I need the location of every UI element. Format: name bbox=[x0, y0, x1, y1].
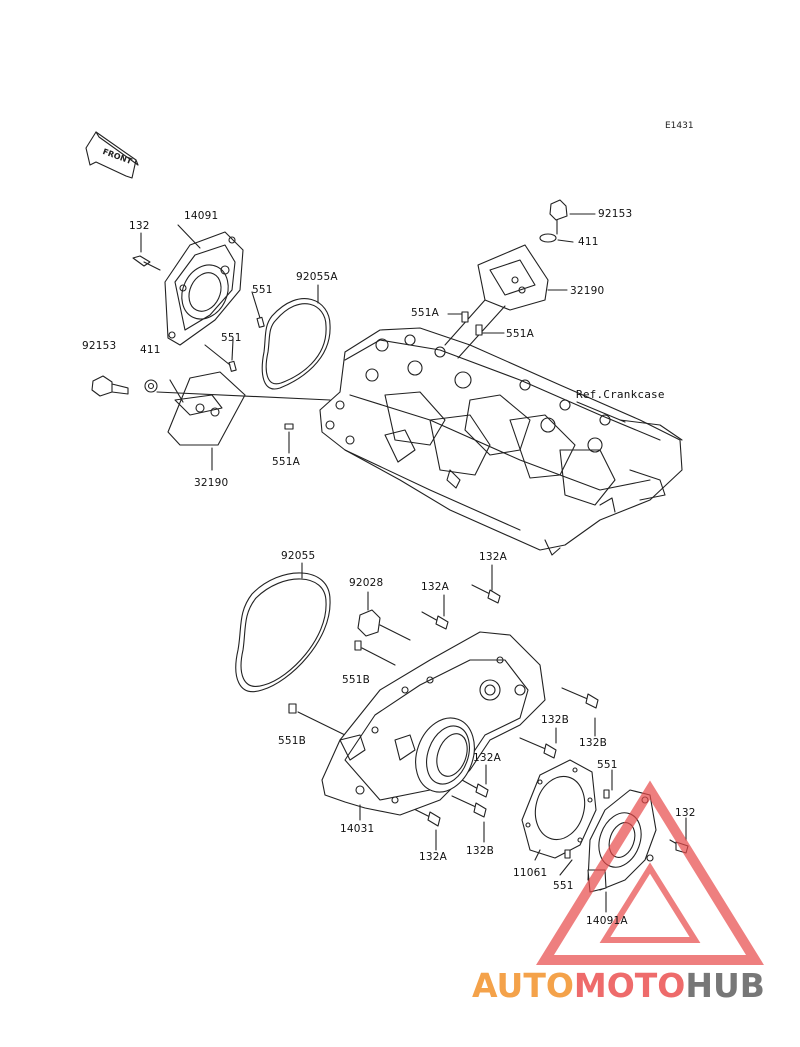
label-551: 551 bbox=[597, 759, 618, 771]
watermark-triangle-icon bbox=[536, 780, 764, 965]
label-132B: 132B bbox=[579, 737, 608, 749]
label-132B: 132B bbox=[466, 845, 495, 857]
label-551: 551 bbox=[252, 284, 273, 296]
label-14091: 14091 bbox=[184, 210, 219, 222]
bracket-32190-left bbox=[91, 371, 331, 446]
label-551A: 551A bbox=[411, 307, 440, 319]
bolt-132-top bbox=[132, 232, 161, 271]
label-ref-crankcase: Ref.Crankcase bbox=[576, 388, 665, 401]
crankcase-upper bbox=[319, 327, 683, 556]
label-411: 411 bbox=[578, 236, 599, 248]
cover-14091 bbox=[164, 231, 244, 346]
cover-14031 bbox=[321, 631, 546, 816]
label-551B: 551B bbox=[342, 674, 371, 686]
label-132: 132 bbox=[129, 220, 150, 232]
watermark-part1: AUTO bbox=[472, 966, 574, 1005]
diagram-code: E1431 bbox=[665, 121, 694, 131]
label-92055: 92055 bbox=[281, 550, 316, 562]
label-92028: 92028 bbox=[349, 577, 384, 589]
label-14031: 14031 bbox=[340, 823, 375, 835]
label-32190: 32190 bbox=[194, 477, 229, 489]
label-132A: 132A bbox=[419, 851, 448, 863]
label-551A: 551A bbox=[506, 328, 535, 340]
oring-92055 bbox=[235, 572, 331, 693]
label-92055A: 92055A bbox=[296, 271, 338, 283]
label-14091A: 14091A bbox=[586, 915, 628, 927]
label-132B: 132B bbox=[541, 714, 570, 726]
label-551A: 551A bbox=[272, 456, 301, 468]
label-551: 551 bbox=[553, 880, 574, 892]
label-11061: 11061 bbox=[513, 867, 548, 879]
label-92153: 92153 bbox=[598, 208, 633, 220]
label-132A: 132A bbox=[473, 752, 502, 764]
oring-92055A bbox=[261, 298, 331, 390]
watermark-part2: MOTO bbox=[573, 966, 686, 1005]
plug-92028 bbox=[357, 609, 381, 637]
label-551B: 551B bbox=[278, 735, 307, 747]
label-32190: 32190 bbox=[570, 285, 605, 297]
front-arrow-icon bbox=[85, 131, 139, 179]
watermark-part3: HUB bbox=[685, 966, 765, 1005]
label-92153: 92153 bbox=[82, 340, 117, 352]
label-132: 132 bbox=[675, 807, 696, 819]
label-132A: 132A bbox=[421, 581, 450, 593]
label-132A: 132A bbox=[479, 551, 508, 563]
gasket-11061 bbox=[521, 759, 597, 859]
bracket-32190-right bbox=[444, 199, 596, 359]
watermark-logo: AUTOMOTOHUB bbox=[472, 966, 765, 1005]
label-411: 411 bbox=[140, 344, 161, 356]
label-551: 551 bbox=[221, 332, 242, 344]
